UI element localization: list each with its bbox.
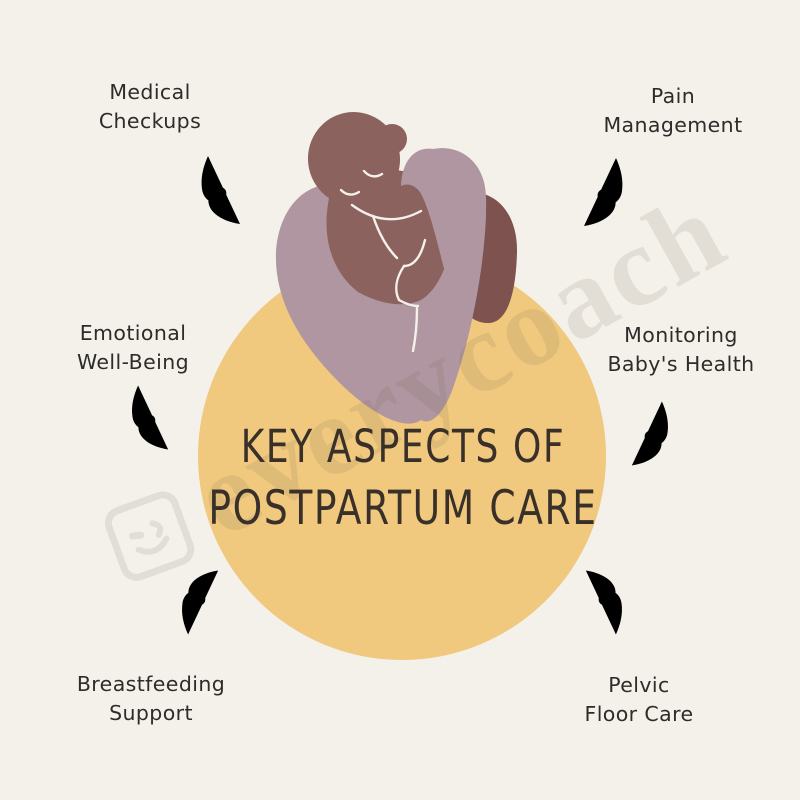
label-pelvic-floor-care: Pelvic Floor Care [529,671,749,729]
arrow-pelvic-floor-care [585,570,625,635]
label-line: Floor Care [584,702,694,726]
label-line: Pelvic [608,673,670,697]
label-line: Pain [650,84,696,108]
center-circle [198,252,606,660]
arrow-emotional-wellbeing [129,385,169,450]
title-line-2: POSTPARTUM CARE [208,481,598,536]
label-line: Support [109,701,193,725]
label-pain-management: Pain Management [563,82,783,140]
title-line-1: KEY ASPECTS OF [240,420,566,473]
page-title: KEY ASPECTS OF POSTPARTUM CARE [207,424,599,532]
label-line: Management [603,113,743,137]
label-line: Checkups [98,109,202,133]
label-breastfeeding-support: Breastfeeding Support [41,670,261,728]
arrow-breastfeeding-support [179,570,219,635]
label-line: Medical [109,80,191,104]
label-line: Monitoring [624,323,738,347]
hair-bun-shape [377,124,407,154]
arrow-monitoring-baby [631,401,671,466]
label-line: Well-Being [76,350,190,374]
label-emotional-wellbeing: Emotional Well-Being [23,319,243,377]
arrow-medical-checkups [199,156,240,224]
label-line: Baby's Health [607,352,755,376]
chest-shape [326,169,452,305]
label-medical-checkups: Medical Checkups [40,78,260,136]
label-monitoring-babys-health: Monitoring Baby's Health [571,321,791,379]
label-line: Emotional [79,321,187,345]
arrow-pain-management [584,158,625,226]
label-line: Breastfeeding [76,672,226,696]
figure-contour-lines [339,169,427,353]
hand-shape [401,148,487,287]
mother-illustration [275,112,518,424]
